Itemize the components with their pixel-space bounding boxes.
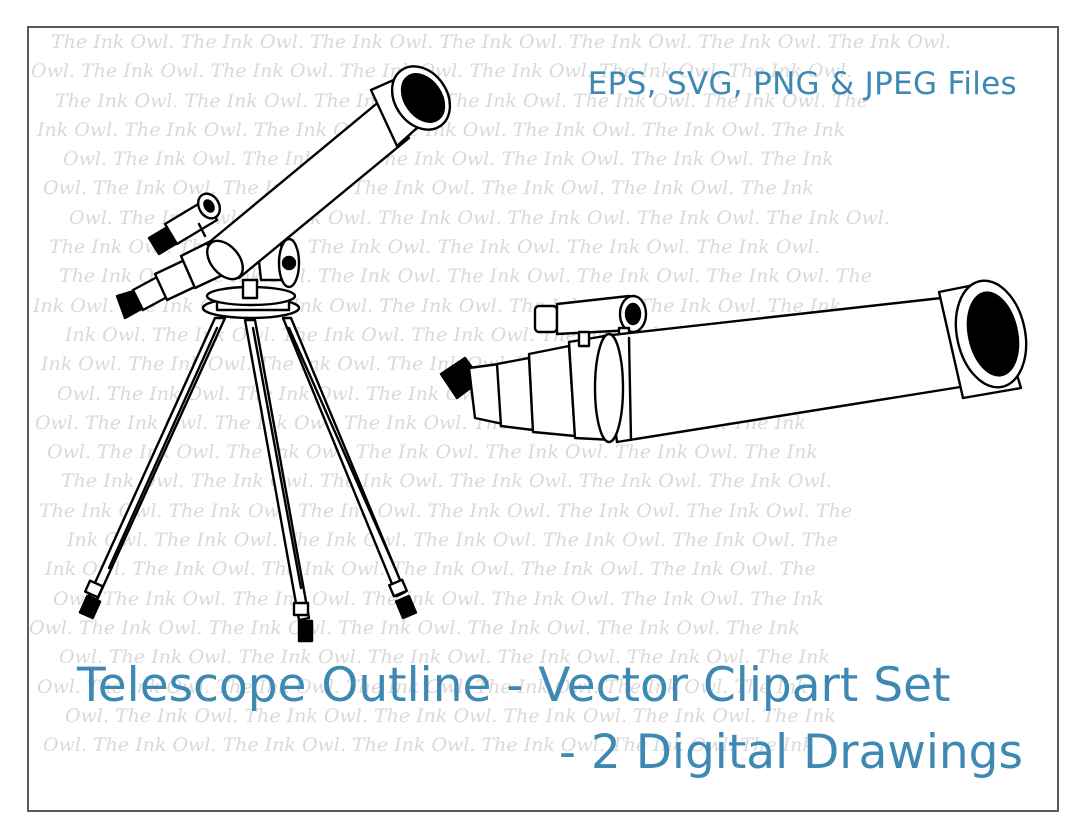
product-title: Telescope Outline - Vector Clipart Set xyxy=(77,658,951,713)
tube-finder-scope xyxy=(533,294,648,348)
file-formats-label: EPS, SVG, PNG & JPEG Files xyxy=(587,66,1017,102)
tripod-main-tube xyxy=(205,65,452,281)
tripod-legs xyxy=(78,316,418,643)
tripod-finder-scope xyxy=(147,192,222,256)
tube-main-tube xyxy=(593,279,1028,444)
image-frame: The Ink Owl. The Ink Owl. The Ink Owl. T… xyxy=(27,26,1059,812)
tube-telescope-drawing xyxy=(439,279,1028,444)
tripod-telescope-drawing xyxy=(78,65,452,643)
tube-eyepiece xyxy=(439,334,615,442)
telescope-illustrations xyxy=(78,65,1028,643)
product-subtitle: - 2 Digital Drawings xyxy=(558,725,1023,780)
